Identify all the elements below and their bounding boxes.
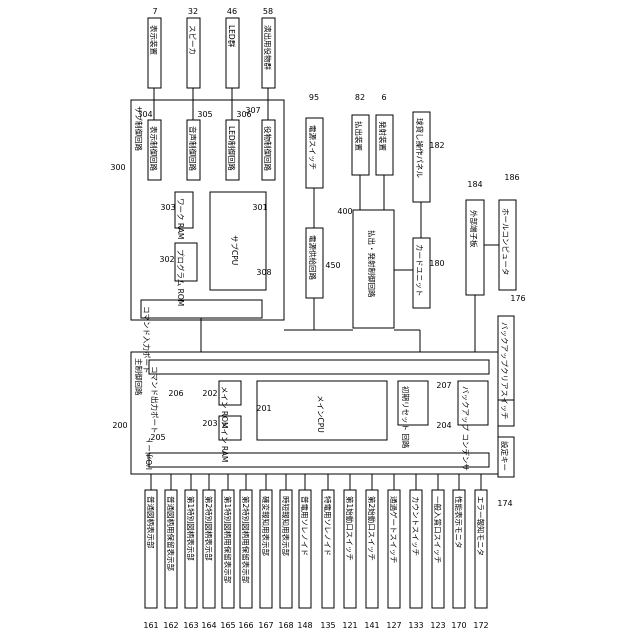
ref-setting-key: 174: [497, 499, 512, 508]
ref-led-group: 46: [227, 7, 237, 16]
ball-lending-panel-label: 球貸し操作パネル: [415, 118, 425, 178]
ref-backup-capacitor: 207: [436, 381, 451, 390]
backup-clear-switch-label: バックアップクリアスイッチ: [500, 322, 509, 420]
bottom-item-number: 135: [320, 621, 335, 630]
bottom-item-number: 172: [473, 621, 488, 630]
setting-key-label: 設定キー: [500, 441, 510, 471]
bottom-item-number: 167: [258, 621, 273, 630]
effect-device-group-label: 演出用役物群: [263, 25, 273, 70]
display-device-label: 表示装置: [149, 25, 159, 55]
payout-firing-control-label: 払出・発射制御回路: [367, 230, 377, 298]
ref-firing-device: 6: [381, 93, 386, 102]
bottom-item-number: 133: [408, 621, 423, 630]
bottom-item-number: 163: [183, 621, 198, 630]
bottom-item-number: 166: [238, 621, 253, 630]
ref-payout-device: 82: [355, 93, 365, 102]
ref-sub-cpu: 301: [252, 203, 267, 212]
bottom-item-label: 第1特別図柄用保留表示部: [223, 496, 233, 584]
ref-program-rom: 302: [159, 255, 174, 264]
command-output-port-label: コマンド出力ポート: [150, 366, 160, 434]
bottom-item-label: 普通図柄用保留表示部: [166, 496, 176, 571]
bottom-item-label: カウントスイッチ: [411, 496, 420, 556]
ref-backup-clear-switch: 176: [510, 294, 525, 303]
bottom-item-number: 123: [430, 621, 445, 630]
ref-speaker: 32: [188, 7, 198, 16]
bottom-item-number: 127: [386, 621, 401, 630]
sub-cpu-label: サブCPU: [230, 235, 240, 265]
bottom-item-label: 第2特別図柄用保留表示部: [241, 496, 251, 584]
bottom-item-numbers: 161 162 163 164 165 166 167 168 148 135 …: [143, 621, 488, 630]
power-switch-label: 電源スイッチ: [308, 125, 317, 170]
ref-command-input-port: 308: [256, 268, 271, 277]
bottom-item-number: 164: [201, 621, 216, 630]
backup-capacitor-label: バックアップ コンデンサ: [461, 386, 471, 471]
ref-main-rom: 202: [202, 389, 217, 398]
ref-effect-control: 307: [245, 106, 260, 115]
bottom-item-number: 121: [342, 621, 357, 630]
ref-display-control: 304: [137, 110, 152, 119]
bottom-item-number: 161: [143, 621, 158, 630]
bottom-item-number: 170: [451, 621, 466, 630]
bottom-item-label: 特電用ソレノイド: [323, 496, 333, 556]
ref-power-switch: 95: [309, 93, 319, 102]
ref-io-port: 205: [150, 433, 165, 442]
ref-work-ram: 303: [160, 203, 175, 212]
bottom-item-label: 第2始動口スイッチ: [367, 496, 377, 561]
ref-card-unit: 180: [429, 259, 444, 268]
main-cpu-label: メインCPU: [316, 395, 325, 433]
main-control-circuit-label: 主制御回路: [134, 358, 144, 396]
bottom-item-number: 148: [297, 621, 312, 630]
payout-device-label: 払出装置: [354, 121, 364, 151]
external-terminal-label: 外部端子板: [469, 210, 479, 248]
effect-control-label: 役物制御回路: [263, 126, 273, 171]
main-ram-label: メイン RAM: [220, 421, 229, 462]
ref-power-supply: 450: [325, 261, 340, 270]
bottom-item-label: 確変報知用表示部: [261, 496, 271, 556]
bottom-item-number: 162: [163, 621, 178, 630]
power-supply-label: 電源供給回路: [308, 235, 318, 280]
display-control-label: 表示制御回路: [149, 126, 159, 171]
bottom-item-number: 168: [278, 621, 293, 630]
bottom-item-label: 第2特別図柄表示部: [204, 496, 214, 561]
ref-ball-lending-panel: 182: [429, 141, 444, 150]
ref-command-output-port: 206: [168, 389, 183, 398]
ref-init-reset: 204: [436, 421, 451, 430]
vertical-labels: 表示装置 スピーカ LED群 演出用役物群 表示制御回路 音声制御回路 LED制…: [134, 25, 510, 471]
bottom-item-number: 165: [220, 621, 235, 630]
bottom-item-label: 時短報知用表示部: [281, 496, 291, 556]
ref-main-control-circuit: 200: [112, 421, 127, 430]
bottom-item-label: 普電用ソレノイド: [300, 496, 310, 556]
work-ram-label: ワーク RAM: [176, 198, 185, 239]
ref-external-terminal: 184: [467, 180, 482, 189]
ref-sound-control: 305: [197, 110, 212, 119]
hall-computer-label: ホールコンピュータ: [501, 208, 510, 275]
bottom-item-label: 第1特別図柄表示部: [186, 496, 196, 561]
main-control-circuit-box: [131, 352, 498, 474]
program-rom-label: プログラム ROM: [176, 249, 186, 306]
bottom-item-label: 第1始動口スイッチ: [345, 496, 355, 561]
bottom-item-label: 一般入賞口スイッチ: [433, 496, 443, 564]
ref-payout-firing-control: 400: [337, 207, 352, 216]
sound-control-label: 音声制御回路: [188, 126, 198, 171]
firing-device-label: 発射装置: [378, 121, 388, 151]
led-group-label: LED群: [227, 25, 237, 48]
bottom-item-label: エラー報知モニタ: [476, 496, 486, 556]
ref-display-device: 7: [152, 7, 157, 16]
ref-main-ram: 203: [202, 419, 217, 428]
ref-main-cpu: 201: [256, 404, 271, 413]
ref-effect-device: 58: [263, 7, 273, 16]
init-reset-label: 初期リセット 回路: [401, 386, 411, 449]
card-unit-label: カードユニット: [415, 244, 424, 297]
ref-sub-control-circuit: 300: [110, 163, 125, 172]
bottom-item-number: 141: [364, 621, 379, 630]
led-control-label: LED制御回路: [227, 126, 237, 171]
bottom-item-label: 通過ゲートスイッチ: [389, 496, 399, 564]
ref-hall-computer: 186: [504, 173, 519, 182]
bottom-item-label: 性能表示モニタ: [454, 496, 464, 549]
bottom-item-label: 普通図柄表示部: [146, 496, 156, 549]
speaker-label: スピーカ: [188, 25, 197, 55]
